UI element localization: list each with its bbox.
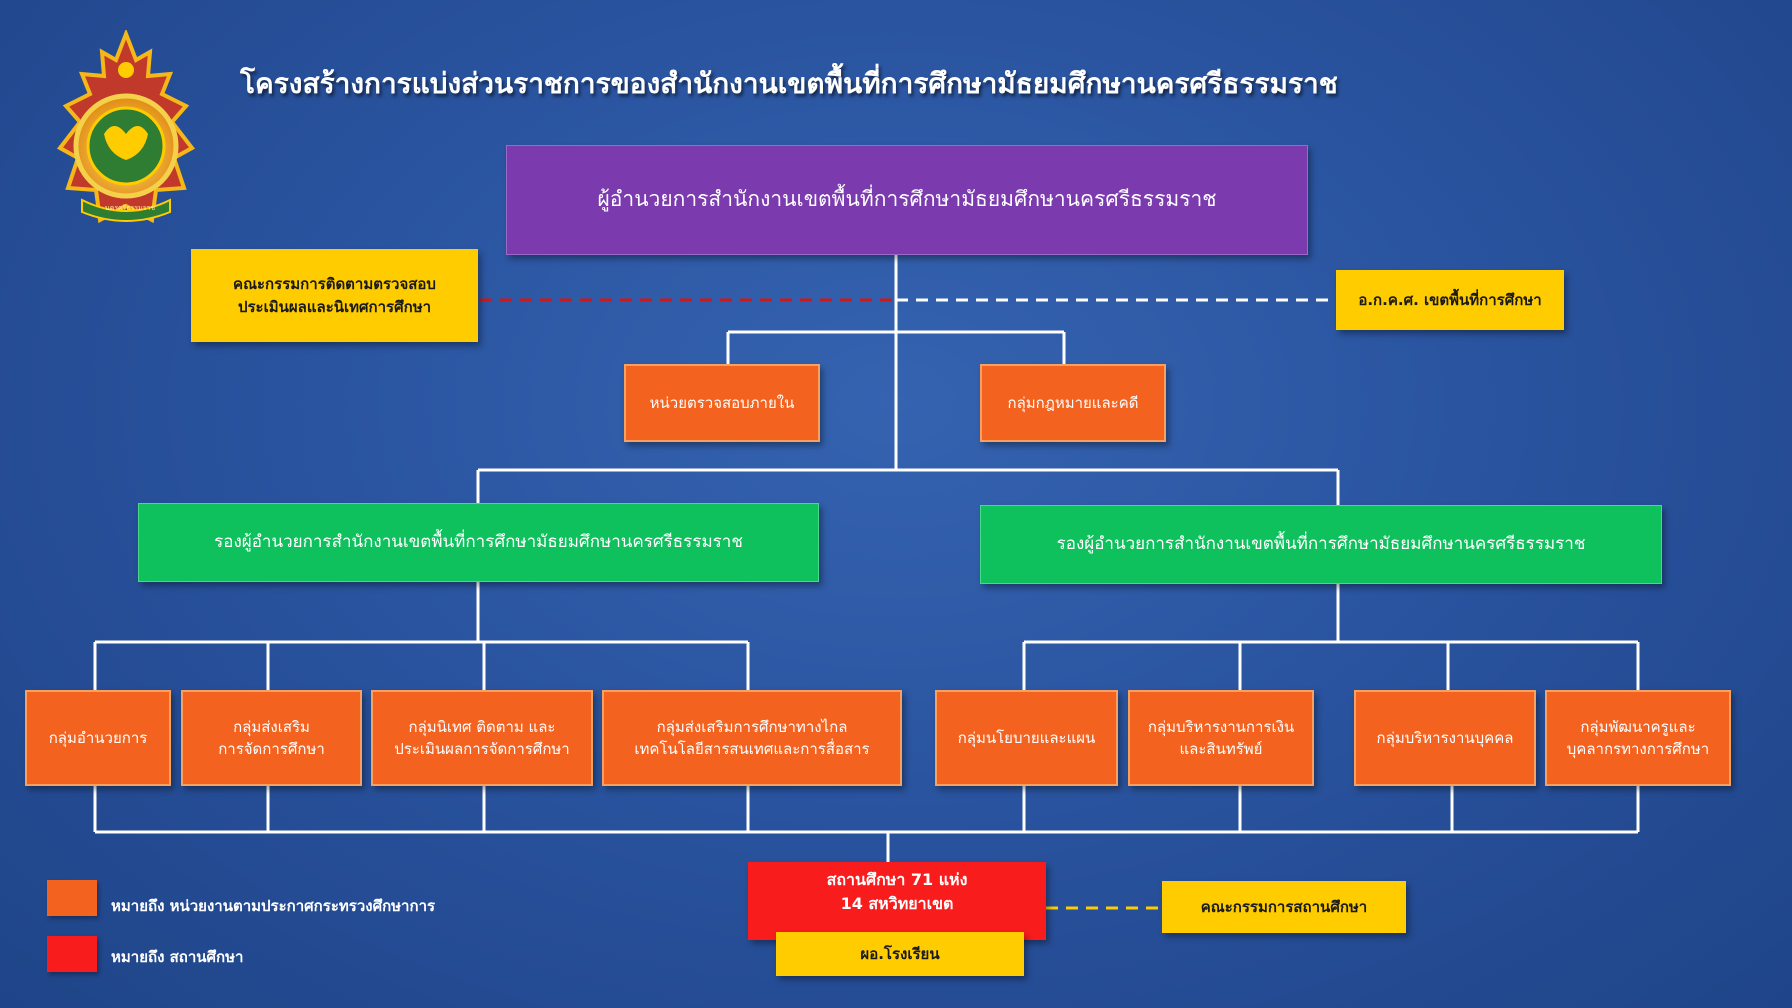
deputy-director-left-box: รองผู้อำนวยการสำนักงานเขตพื้นที่การศึกษา…: [138, 503, 819, 582]
finance-group-box: กลุ่มบริหารงานการเงิน และสินทรัพย์: [1128, 690, 1314, 786]
personnel-label: กลุ่มบริหารงานบุคคล: [1376, 728, 1514, 747]
internal-audit-box: หน่วยตรวจสอบภายใน: [624, 364, 820, 442]
legend-red-text: หมายถึง สถานศึกษา: [111, 948, 244, 966]
monitoring-committee-box: คณะกรรมการติดตามตรวจสอบ ประเมินผลและนิเท…: [191, 249, 478, 342]
policy-plan-label: กลุ่มนโยบายและแผน: [957, 728, 1096, 747]
deputy-director-right-label: รองผู้อำนวยการสำนักงานเขตพื้นที่การศึกษา…: [1056, 533, 1586, 554]
finance-line2: และสินทรัพย์: [1179, 740, 1263, 758]
legal-group-box: กลุ่มกฎหมายและคดี: [980, 364, 1166, 442]
schools-line1: สถานศึกษา 71 แห่ง: [826, 870, 968, 889]
finance-line1: กลุ่มบริหารงานการเงิน: [1147, 717, 1295, 736]
teacher-development-line2: บุคลากรทางการศึกษา: [1566, 740, 1710, 758]
policy-plan-group-box: กลุ่มนโยบายและแผน: [935, 690, 1118, 786]
internal-audit-label: หน่วยตรวจสอบภายใน: [649, 393, 795, 412]
monitoring-committee-line1: คณะกรรมการติดตามตรวจสอบ: [233, 275, 436, 293]
akks-committee-box: อ.ก.ค.ศ. เขตพื้นที่การศึกษา: [1336, 270, 1564, 330]
legend-orange-swatch: [47, 880, 97, 916]
school-board-label: คณะกรรมการสถานศึกษา: [1200, 897, 1368, 916]
distance-education-line2: เทคโนโลยีสารสนเทศและการสื่อสาร: [634, 740, 870, 758]
legend-orange-text: หมายถึง หน่วยงานตามประกาศกระทรวงศึกษาการ: [111, 897, 436, 915]
personnel-group-box: กลุ่มบริหารงานบุคคล: [1354, 690, 1536, 786]
schools-line2: 14 สหวิทยาเขต: [840, 894, 954, 913]
page-title: โครงสร้างการแบ่งส่วนราชการของสำนักงานเขต…: [240, 67, 1338, 100]
legal-group-label: กลุ่มกฎหมายและคดี: [1007, 393, 1139, 412]
supervision-line2: ประเมินผลการจัดการศึกษา: [394, 740, 570, 758]
promote-education-line1: กลุ่มส่งเสริม: [233, 717, 310, 736]
teacher-development-line1: กลุ่มพัฒนาครูและ: [1580, 717, 1696, 736]
distance-education-group-box: กลุ่มส่งเสริมการศึกษาทางไกล เทคโนโลยีสาร…: [602, 690, 902, 786]
admin-group-label: กลุ่มอำนวยการ: [48, 728, 148, 747]
director-box: ผู้อำนวยการสำนักงานเขตพื้นที่การศึกษามัธ…: [506, 145, 1308, 255]
schools-box: สถานศึกษา 71 แห่ง 14 สหวิทยาเขต: [748, 862, 1046, 940]
deputy-director-right-box: รองผู้อำนวยการสำนักงานเขตพื้นที่การศึกษา…: [980, 505, 1662, 584]
emblem-logo: [56, 30, 196, 224]
legend-red-swatch: [47, 936, 97, 972]
school-board-box: คณะกรรมการสถานศึกษา: [1162, 881, 1406, 933]
school-director-label: ผอ.โรงเรียน: [860, 944, 940, 963]
supervision-group-box: กลุ่มนิเทศ ติดตาม และ ประเมินผลการจัดการ…: [371, 690, 593, 786]
director-label: ผู้อำนวยการสำนักงานเขตพื้นที่การศึกษามัธ…: [597, 187, 1217, 212]
admin-group-box: กลุ่มอำนวยการ: [25, 690, 171, 786]
emblem-caption: นครศรีธรรมราช: [104, 204, 156, 212]
promote-education-line2: การจัดการศึกษา: [218, 740, 325, 758]
deputy-director-left-label: รองผู้อำนวยการสำนักงานเขตพื้นที่การศึกษา…: [214, 531, 743, 552]
distance-education-line1: กลุ่มส่งเสริมการศึกษาทางไกล: [656, 717, 848, 736]
monitoring-committee-line2: ประเมินผลและนิเทศการศึกษา: [237, 297, 432, 316]
teacher-development-group-box: กลุ่มพัฒนาครูและ บุคลากรทางการศึกษา: [1545, 690, 1731, 786]
promote-education-group-box: กลุ่มส่งเสริม การจัดการศึกษา: [181, 690, 362, 786]
school-director-box: ผอ.โรงเรียน: [776, 932, 1024, 976]
supervision-line1: กลุ่มนิเทศ ติดตาม และ: [408, 717, 556, 736]
akks-committee-label: อ.ก.ค.ศ. เขตพื้นที่การศึกษา: [1358, 290, 1542, 309]
